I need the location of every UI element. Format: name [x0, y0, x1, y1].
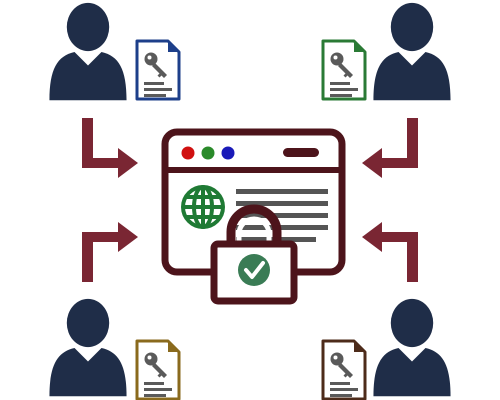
browser-window-icon — [161, 128, 346, 276]
person-icon — [373, 2, 451, 101]
bent-arrow-icon — [362, 118, 418, 178]
person-icon — [373, 298, 451, 397]
key-document-icon — [321, 39, 367, 101]
person-top-right — [373, 2, 451, 101]
bent-arrow-icon — [362, 222, 418, 282]
address-bar — [283, 148, 319, 157]
window-dot-blue — [221, 146, 235, 160]
person-icon — [49, 298, 127, 397]
person-bottom-left — [49, 298, 127, 397]
bent-arrow-icon — [82, 222, 138, 282]
arrow-top-left — [82, 118, 138, 178]
key-document-icon — [135, 39, 181, 101]
person-icon — [49, 2, 127, 101]
arrow-bottom-left — [82, 222, 138, 282]
bent-arrow-icon — [82, 118, 138, 178]
window-dot-red — [181, 146, 195, 160]
key-document-icon — [321, 339, 367, 400]
person-bottom-right — [373, 298, 451, 397]
padlock-icon — [210, 204, 298, 305]
arrow-bottom-right — [362, 222, 418, 282]
key-document-icon — [135, 339, 181, 400]
globe-icon — [181, 185, 225, 229]
arrow-top-right — [362, 118, 418, 178]
checkmark-icon — [238, 254, 270, 286]
person-top-left — [49, 2, 127, 101]
window-dot-green — [201, 146, 215, 160]
